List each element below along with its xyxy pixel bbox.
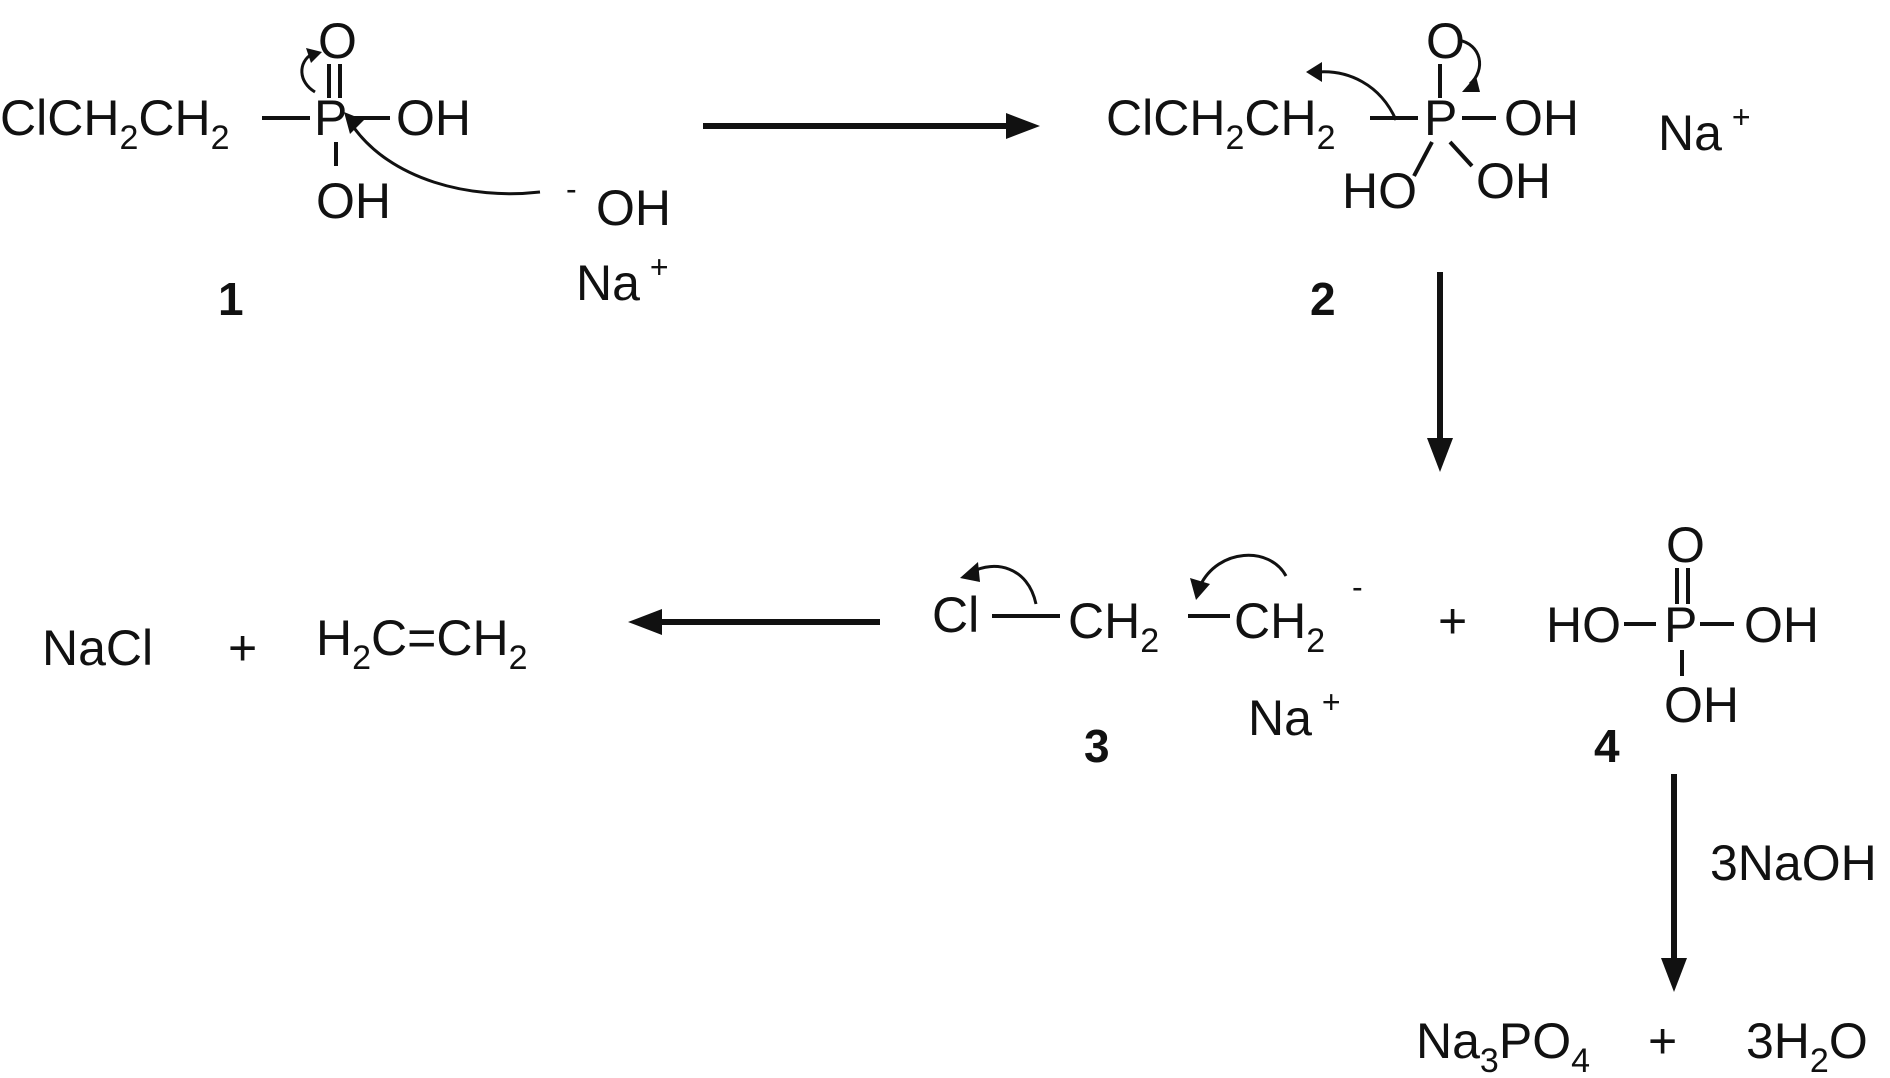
arrow-3-to-products (628, 609, 880, 635)
compound-1-phosphorus: P (314, 90, 347, 146)
compound-1: ClCH2CH2 P O OH OH 1 (0, 13, 541, 325)
compound-3-chlorine: Cl (932, 587, 979, 643)
p-oh-lower-bond-2 (1448, 140, 1474, 168)
curly-arrowhead-3a (960, 562, 980, 582)
final-products: Na3PO4 + 3H2O (1416, 1013, 1868, 1078)
water: 3H2O (1746, 1013, 1868, 1078)
sodium-1: Na+ (576, 249, 669, 311)
sodium-chloride: NaCl (42, 620, 153, 676)
plus-products: + (228, 620, 257, 676)
compound-4-ho-left: HO (1546, 597, 1621, 653)
arrow-4-to-final: 3NaOH (1661, 774, 1877, 992)
compound-3-ch2-b: CH2 (1234, 593, 1325, 660)
curly-arrow-3b (1198, 553, 1288, 587)
compound-2-oh-right: OH (1504, 90, 1579, 146)
hydroxide: OH (596, 180, 671, 236)
compound-2: ClCH2CH2 P O OH HO OH 2 Na+ (1106, 13, 1751, 325)
compound-1-oxygen-top: O (318, 13, 357, 69)
compound-4-oh-right: OH (1744, 597, 1819, 653)
compound-2-oh-lower-right: OH (1476, 153, 1551, 209)
curly-arrowhead-1b (344, 112, 364, 134)
arrow-1-to-2 (703, 113, 1040, 139)
products-left: NaCl + H2C=CH2 (42, 610, 527, 677)
compound-3-charge: - (1352, 569, 1363, 605)
compound-3: Cl CH2 CH2 - Na+ 3 (932, 553, 1363, 772)
compound-4-label: 4 (1594, 720, 1620, 772)
compound-1-oh-bottom: OH (316, 173, 391, 229)
naoh-reagent: 3NaOH (1710, 835, 1877, 891)
arrow-2-to-3 (1427, 272, 1453, 472)
curly-arrowhead-2a (1462, 76, 1480, 92)
compound-4: O HO P OH OH 4 (1546, 517, 1819, 772)
p-ho-bond-2 (1412, 141, 1434, 177)
curly-arrowhead-1a (306, 48, 322, 63)
compound-3-label: 3 (1084, 720, 1110, 772)
compound-2-ho-left: HO (1342, 163, 1417, 219)
plus-final: + (1648, 1013, 1677, 1069)
compound-2-phosphorus: P (1424, 90, 1457, 146)
ethene: H2C=CH2 (316, 610, 527, 677)
sodium-2: Na+ (1658, 99, 1751, 161)
sodium-phosphate: Na3PO4 (1416, 1013, 1590, 1078)
compound-2-label: 2 (1310, 273, 1336, 325)
sodium-3: Na+ (1248, 684, 1341, 746)
curly-arrowhead-3b (1190, 578, 1210, 600)
compound-4-oxygen-top: O (1666, 517, 1705, 573)
compound-1-chain: ClCH2CH2 (0, 90, 230, 157)
compound-1-label: 1 (218, 273, 244, 325)
compound-1-oh-right: OH (396, 90, 471, 146)
compound-4-oh-bottom: OH (1664, 677, 1739, 733)
plus-3-4: + (1438, 593, 1467, 649)
curly-arrowhead-2b (1306, 62, 1322, 82)
curly-arrow-2b (1317, 70, 1398, 121)
curly-arrow-1b (350, 124, 541, 196)
hydroxide-reagent: - OH Na+ (566, 171, 671, 311)
hydroxide-charge: - (566, 171, 577, 207)
compound-3-ch2-a: CH2 (1068, 593, 1159, 660)
compound-2-chain: ClCH2CH2 (1106, 90, 1336, 157)
curly-arrow-3a (971, 564, 1038, 605)
compound-4-phosphorus: P (1664, 597, 1697, 653)
